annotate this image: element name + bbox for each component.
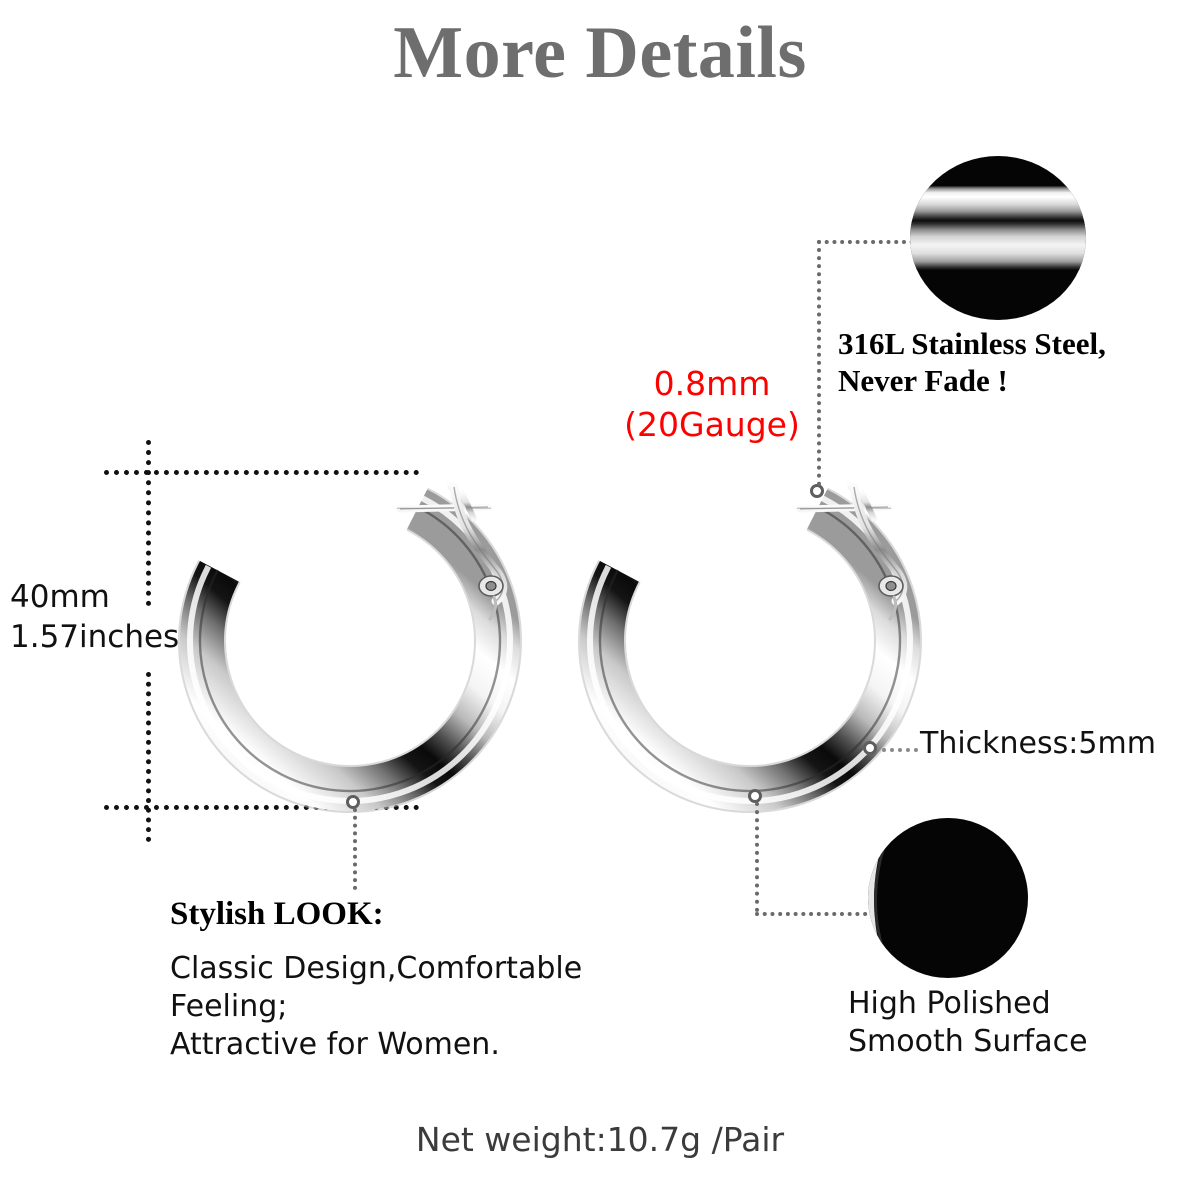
dimension-tick-top (104, 470, 419, 475)
polished-caption-line2: Smooth Surface (848, 1023, 1088, 1059)
dimension-tick-bottom (104, 805, 419, 810)
polished-caption: High Polished Smooth Surface (848, 985, 1148, 1061)
leader-line-thickness (882, 748, 918, 752)
leader-node-stylish (346, 795, 360, 809)
gauge-label: 0.8mm (20Gauge) (612, 363, 812, 446)
dimension-line-vertical (146, 440, 151, 606)
stylish-look-line1: Classic Design,Comfortable Feeling; (170, 951, 583, 1024)
stylish-look-title: Stylish LOOK: (170, 896, 384, 932)
earring-latch (396, 482, 508, 621)
leader-line-steel-vertical (817, 240, 821, 486)
leader-node-thickness (863, 741, 877, 755)
leader-line-polished-vertical (755, 802, 759, 912)
leader-line-polished-horizontal (755, 912, 875, 916)
hoop-earring-right-graphic (578, 469, 922, 813)
steel-caption-line2: Never Fade ! (838, 362, 1008, 398)
hoop-earring-left (178, 455, 578, 825)
hoop-earring-left-graphic (178, 469, 522, 813)
chrome-curve-second-edge (874, 818, 1028, 978)
stainless-tube-photo (910, 156, 1086, 320)
page-title: More Details (393, 12, 807, 94)
polished-surface-photo (868, 818, 1028, 978)
net-weight-label: Net weight:10.7g /Pair (415, 1120, 785, 1159)
earring-latch (796, 482, 908, 621)
stylish-look-body: Classic Design,Comfortable Feeling; Attr… (170, 950, 590, 1063)
gauge-label-line1: 0.8mm (653, 364, 771, 403)
leader-line-stylish (353, 808, 357, 890)
hoop-earring-right (578, 455, 978, 825)
leader-line-steel-horizontal (817, 240, 937, 244)
steel-caption-line1: 316L Stainless Steel, (838, 326, 1106, 361)
stylish-look-line2: Attractive for Women. (170, 1026, 500, 1062)
polished-caption-line1: High Polished (848, 986, 1051, 1021)
dimension-line-vertical-lower (146, 672, 151, 842)
size-label-line2: 1.57inches (10, 618, 180, 655)
leader-node-polished (748, 789, 762, 803)
size-label: 40mm 1.57inches (10, 578, 220, 657)
steel-caption: 316L Stainless Steel, Never Fade ! (838, 326, 1198, 399)
hoop-ring (178, 469, 522, 813)
thickness-label: Thickness:5mm (920, 726, 1156, 761)
size-label-line1: 40mm (10, 579, 110, 615)
gauge-label-line2: (20Gauge) (624, 405, 800, 445)
chrome-tube-band (910, 186, 1086, 270)
chrome-curve-second (868, 818, 1028, 978)
